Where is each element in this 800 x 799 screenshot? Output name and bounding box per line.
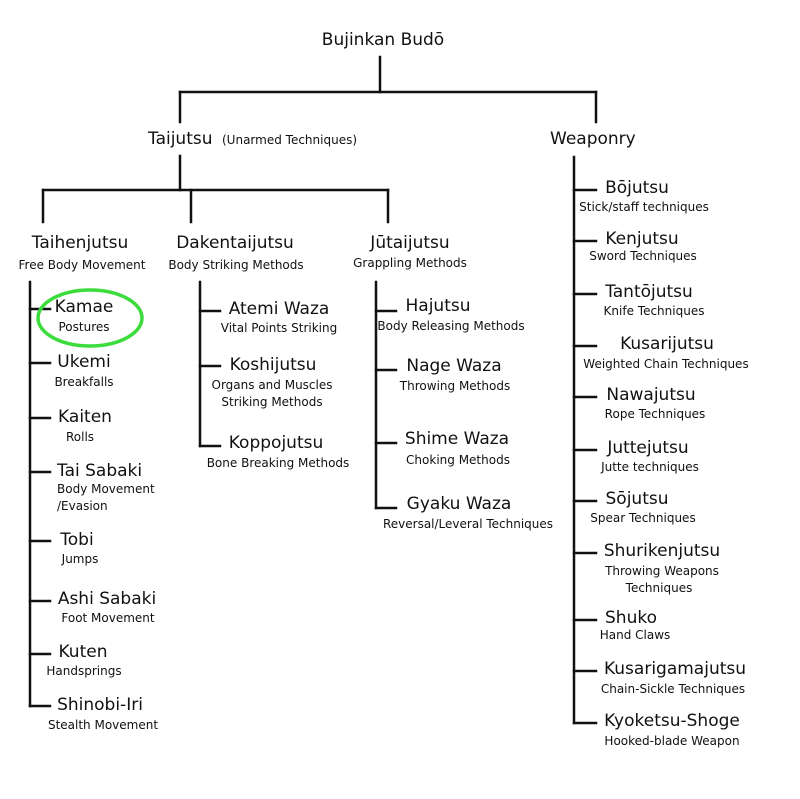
node-desc: Jumps — [61, 552, 99, 566]
node-shinobi-iri: Shinobi-Iri — [57, 695, 143, 715]
node-tobi: Tobi — [60, 530, 94, 550]
node-hajutsu: Hajutsu — [405, 296, 471, 316]
node-kaiten: Kaiten — [58, 407, 112, 427]
node-gyaku-waza: Gyaku Waza — [406, 494, 512, 514]
taijutsu-note: (Unarmed Techniques) — [222, 133, 358, 147]
node-desc: Choking Methods — [406, 453, 510, 467]
dakentaijutsu-title: Dakentaijutsu — [176, 233, 294, 253]
node-desc: Throwing Weapons — [605, 564, 719, 578]
node-desc: Reversal/Leveral Techniques — [382, 517, 554, 531]
node-desc: Breakfalls — [54, 375, 114, 389]
node-ashi-sabaki: Ashi Sabaki — [57, 589, 157, 609]
jutaijutsu-title: Jūtaijutsu — [370, 233, 450, 253]
node-ukemi: Ukemi — [57, 352, 111, 372]
node-desc: Throwing Methods — [399, 379, 511, 393]
node-desc: Foot Movement — [61, 611, 155, 625]
node-kusarijutsu: Kusarijutsu — [620, 334, 714, 354]
node-kuten: Kuten — [58, 642, 108, 662]
node-nage-waza: Nage Waza — [406, 356, 502, 376]
node-kyoketsu-shoge: Kyoketsu-Shoge — [604, 711, 740, 731]
node-koshijutsu: Koshijutsu — [229, 355, 317, 375]
node-tantojutsu: Tantōjutsu — [605, 282, 693, 302]
node-desc: Chain-Sickle Techniques — [600, 682, 746, 696]
node-desc: /Evasion — [57, 499, 108, 513]
taihenjutsu-subtitle: Free Body Movement — [18, 258, 146, 272]
node-desc: Vital Points Striking — [220, 321, 338, 335]
node-desc: Stealth Movement — [47, 718, 159, 732]
node-desc: Rolls — [65, 430, 95, 444]
node-desc: Striking Methods — [221, 395, 323, 409]
node-desc: Knife Techniques — [603, 304, 705, 318]
node-desc: Postures — [58, 320, 110, 334]
node-shime-waza: Shime Waza — [404, 429, 510, 449]
root-node: Bujinkan Budō — [321, 30, 445, 50]
node-koppojutsu: Koppojutsu — [228, 433, 324, 453]
node-desc: Hooked-blade Weapon — [604, 734, 740, 748]
node-tai-sabaki: Tai Sabaki — [57, 461, 143, 481]
node-kenjutsu: Kenjutsu — [605, 229, 679, 249]
taijutsu-title: Taijutsu — [148, 129, 213, 149]
node-desc: Jutte techniques — [601, 460, 699, 474]
node-desc: Organs and Muscles — [211, 378, 333, 392]
node-juttejutsu: Juttejutsu — [607, 438, 689, 458]
highlight-ellipse-kamae — [36, 288, 144, 348]
node-desc: Weighted Chain Techniques — [583, 357, 749, 371]
node-desc: Techniques — [625, 581, 693, 595]
node-atemi-waza: Atemi Waza — [228, 299, 330, 319]
node-desc: Rope Techniques — [604, 407, 706, 421]
node-desc: Hand Claws — [599, 628, 671, 642]
node-desc: Sword Techniques — [589, 249, 697, 263]
node-desc: Stick/staff techniques — [579, 200, 709, 214]
node-kamae: Kamae — [54, 297, 114, 317]
taihenjutsu-title: Taihenjutsu — [31, 233, 129, 253]
node-sojutsu: Sōjutsu — [605, 489, 669, 509]
dakentaijutsu-subtitle: Body Striking Methods — [168, 258, 304, 272]
node-desc: Body Releasing Methods — [377, 319, 525, 333]
node-kusarigamajutsu: Kusarigamajutsu — [603, 659, 747, 679]
node-desc: Spear Techniques — [590, 511, 696, 525]
node-shuko: Shuko — [605, 608, 657, 628]
node-desc: Bone Breaking Methods — [206, 456, 350, 470]
node-desc: Body Movement — [57, 482, 155, 496]
jutaijutsu-subtitle: Grappling Methods — [353, 256, 467, 270]
node-shurikenjutsu: Shurikenjutsu — [603, 541, 721, 561]
node-nawajutsu: Nawajutsu — [606, 385, 696, 405]
node-desc: Handsprings — [46, 664, 122, 678]
node-bojutsu: Bōjutsu — [605, 178, 669, 198]
weaponry-title: Weaponry — [550, 129, 636, 149]
